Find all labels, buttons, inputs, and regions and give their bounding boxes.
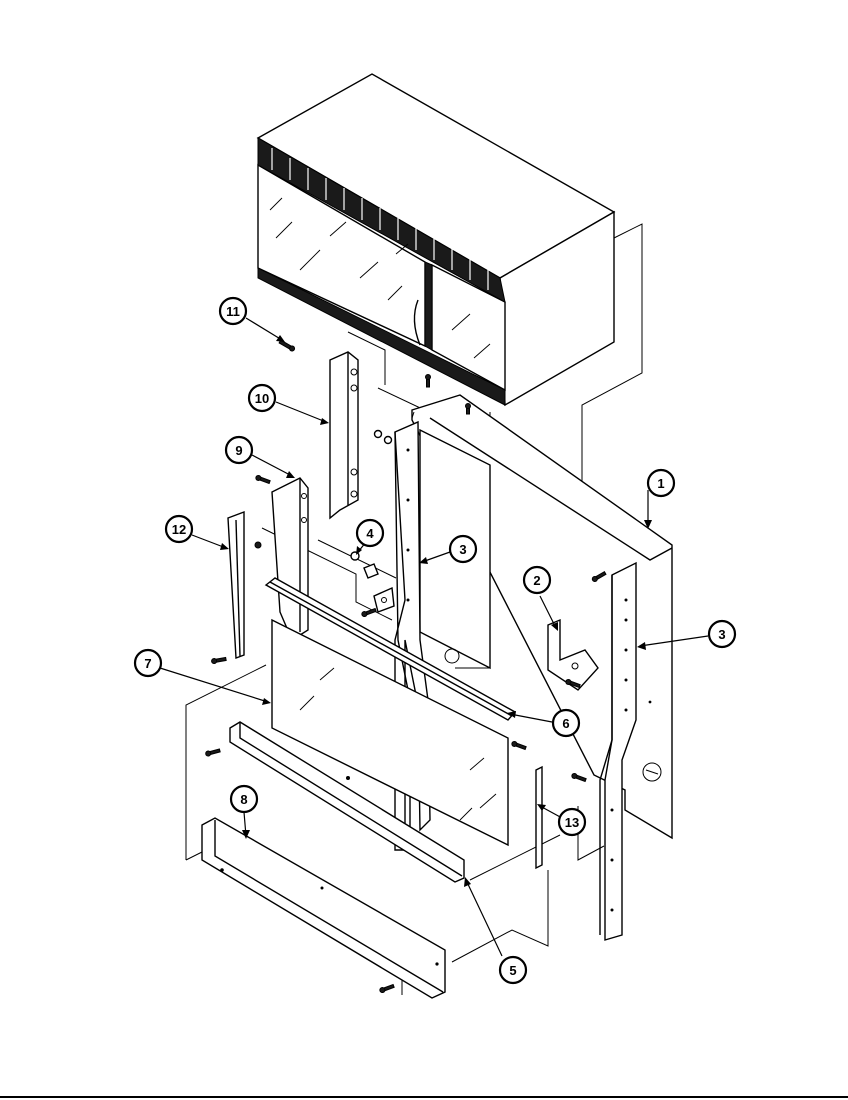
svg-text:5: 5: [509, 963, 516, 978]
callout-7: 7: [133, 648, 163, 678]
callout-4: 4: [355, 518, 385, 548]
svg-text:11: 11: [226, 304, 240, 319]
grille-slats: [271, 148, 489, 290]
page-bottom-rule: [0, 1096, 848, 1098]
screw-icon: [565, 678, 581, 689]
callout-1: 1: [646, 468, 676, 498]
svg-text:2: 2: [533, 573, 540, 588]
screw-icon: [373, 429, 383, 439]
callout-2: 2: [522, 565, 552, 595]
svg-text:4: 4: [366, 526, 374, 541]
panel-7-reflections: [299, 667, 497, 821]
screws: [205, 339, 607, 994]
callout-11: 11: [218, 296, 248, 326]
clip-2: [547, 618, 599, 691]
screw-icon: [254, 541, 262, 549]
screw-icon: [425, 374, 431, 388]
screw-icon: [465, 403, 471, 415]
ac-chassis: [256, 73, 616, 407]
screw-icon: [379, 983, 395, 994]
bracket-9: [271, 477, 309, 642]
callout-3-right: 3: [707, 619, 737, 649]
right-rail: [599, 561, 637, 941]
svg-text:3: 3: [459, 542, 466, 557]
fitting-4: [350, 551, 395, 613]
screw-icon: [511, 740, 527, 751]
screw-icon: [211, 656, 227, 665]
callout-13: 13: [557, 807, 587, 837]
bottom-panel-7: [271, 618, 509, 847]
callouts: 11 10 9 12 4 3 1 2: [133, 296, 737, 985]
side-piece-12: [227, 510, 245, 659]
base-plate-8: [201, 817, 446, 999]
callout-8: 8: [229, 784, 259, 814]
svg-text:13: 13: [565, 815, 579, 830]
svg-text:3: 3: [718, 627, 725, 642]
panel-reflections: [269, 197, 491, 359]
callout-9: 9: [224, 435, 254, 465]
svg-text:9: 9: [235, 443, 242, 458]
svg-text:8: 8: [240, 792, 247, 807]
bracket-10: [329, 351, 359, 520]
screw-icon: [255, 474, 271, 485]
screw-icon: [278, 339, 296, 352]
screw-icon: [571, 772, 587, 783]
svg-text:10: 10: [255, 391, 269, 406]
callout-6: 6: [551, 708, 581, 738]
rod-13: [535, 765, 543, 870]
screw-icon: [383, 435, 393, 445]
screw-icon: [591, 571, 607, 582]
callout-5: 5: [498, 955, 528, 985]
svg-text:12: 12: [172, 522, 186, 537]
screw-icon: [361, 607, 377, 618]
svg-text:6: 6: [562, 716, 569, 731]
screw-icon: [205, 748, 221, 757]
callout-3-center: 3: [448, 534, 478, 564]
svg-text:7: 7: [144, 656, 151, 671]
svg-text:1: 1: [657, 476, 664, 491]
leader-lines: [159, 317, 709, 957]
callout-10: 10: [247, 383, 277, 413]
callout-12: 12: [164, 514, 194, 544]
channel-5: [229, 721, 465, 883]
